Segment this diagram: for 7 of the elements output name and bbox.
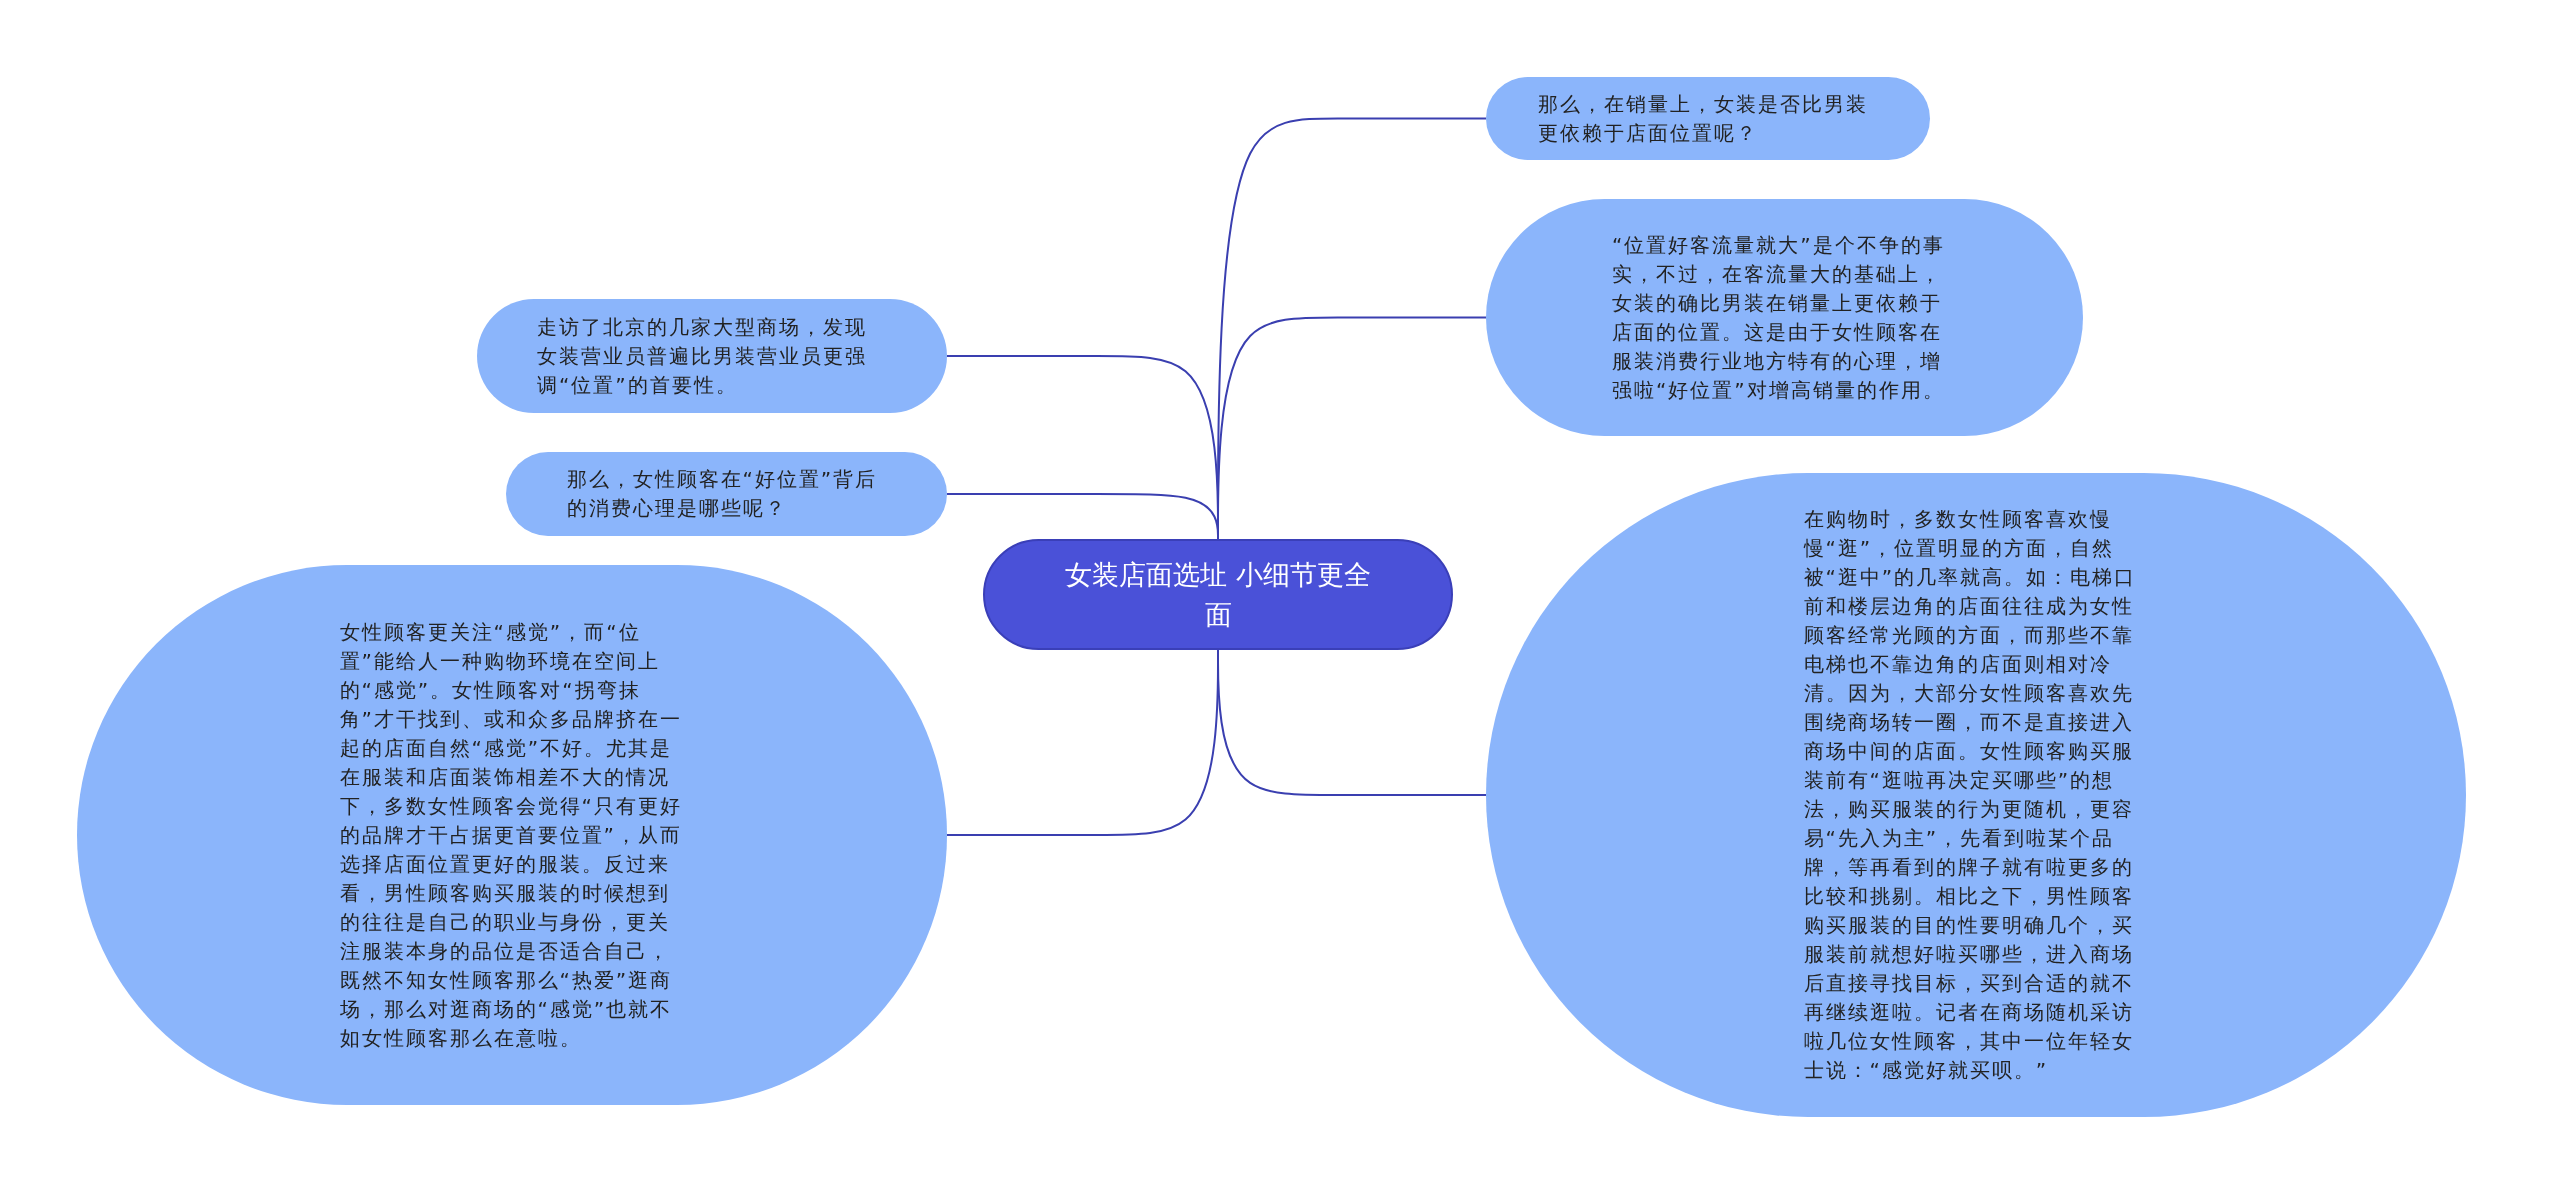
node-text: 在购物时，多数女性顾客喜欢慢慢“逛”，位置明显的方面，自然被“逛中”的几率就高。如：电梯口前和楼层边角的店面往往成为女性顾客经常光顾的方面，而那些不靠电梯也不靠边角的店面则相对冷清。因为，大部分女性顾客喜欢先围绕商场转一圈，而不是直接进入商场中间的店面。女性顾客购买服装前有“逛啦再决定买哪些”的想法，购买服装的行为更随机，更容易“先入为主”，先看到啦某个品牌，等再看到的牌子就有啦更多的比较和挑剔。相比之下，男性顾客购买服装的目的性要明确几个，买服装前就想好啦买哪些，进入商场后直接寻找目标，买到合适的就不再继续逛啦。记者在商场随机采访啦几位女性顾客，其中一位年轻女士说：“感觉好就买呗。” <box>1803 506 2138 1084</box>
node-text: 女装店面选址 小细节更全面 <box>1064 557 1372 632</box>
node-text: 女性顾客更关注“感觉”，而“位置”能给人一种购物环境在空间上的“感觉”。女性顾客对“拐弯抹角”才干找到、或和众多品牌挤在一起的店面自然“感觉”不好。尤其是在服装和店面装饰相差不大的情况下，多数女性顾客会觉得“只有更好的品牌才干占据更首要位置”，从而选择店面位置更好的服装。反过来看，男性顾客购买服装的时候想到的往往是自己的职业与身份，更关注服装本身的品位是否适合自己，既然不知女性顾客那么“热爱”逛商场，那么对逛商场的“感觉”也就不如女性顾客那么在意啦。 <box>339 618 683 1052</box>
node-text: “位置好客流量就大”是个不争的事实，不过，在客流量大的基础上，女装的确比男装在销量上更依赖于店面的位置。这是由于女性顾客在服装消费行业地方特有的心理，增强啦“好位置”对增高销量的作用。 <box>1612 231 1946 404</box>
node-text: 走访了北京的几家大型商场，发现女装营业员普遍比男装营业员更强调“位置”的首要性。 <box>537 313 868 399</box>
node-text: 那么，女性顾客在“好位置”背后的消费心理是哪些呢？ <box>566 466 879 522</box>
node-text: 那么，在销量上，女装是否比男装更依赖于店面位置呢？ <box>1538 90 1869 147</box>
